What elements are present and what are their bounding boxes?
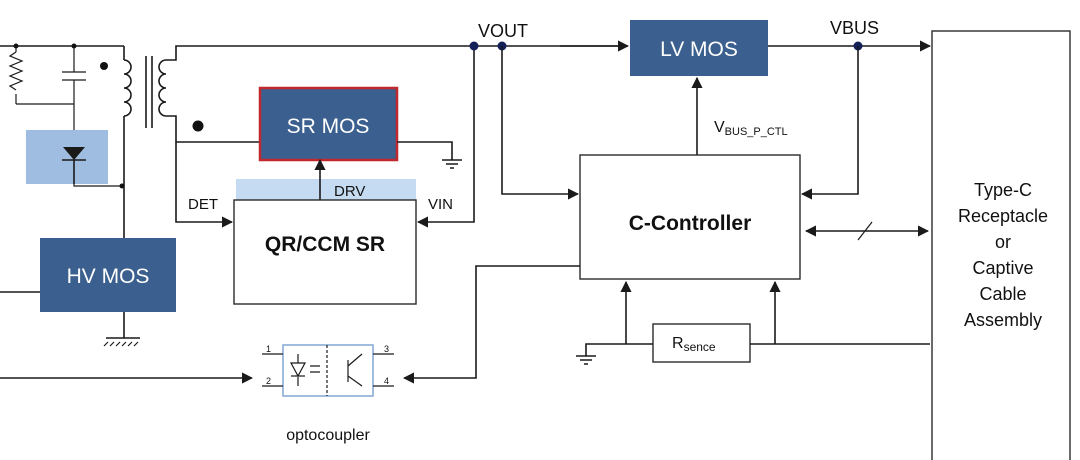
transformer-core — [145, 56, 153, 128]
qr-ccm-sr-label: QR/CCM SR — [265, 233, 385, 256]
sr-mos-label: SR MOS — [287, 115, 370, 138]
optocoupler-body — [282, 344, 374, 397]
junction-dot — [71, 43, 77, 49]
feedback-line — [402, 265, 580, 384]
lv-mos-label: LV MOS — [660, 38, 738, 61]
type-c-line-1: Type-C — [974, 180, 1032, 200]
r-sense-main: R — [672, 335, 684, 352]
r-sense-ground — [576, 343, 653, 365]
type-c-line-2: Receptacle — [958, 206, 1048, 226]
primary-side: HV MOS — [0, 43, 176, 347]
output-side: LV MOS VBUS VBUS_P_CTL C-Controller Rsen… — [402, 18, 932, 384]
drv-band — [236, 179, 416, 200]
opto-pin-1: 1 — [266, 344, 271, 354]
r-sense-label: Rsence — [672, 335, 716, 354]
vbus-ctl-sub: BUS_P_CTL — [725, 126, 788, 138]
c-controller-block — [579, 154, 801, 280]
type-c-line-6: Assembly — [964, 310, 1042, 330]
snubber-diode-box — [26, 130, 108, 184]
vbus-ctl-label: VBUS_P_CTL — [714, 119, 788, 138]
ground-icon — [103, 341, 139, 347]
vout-label: VOUT — [478, 21, 528, 41]
hv-mos-label: HV MOS — [67, 265, 150, 288]
transformer-primary-coil — [123, 59, 132, 117]
secondary-side: SR MOS DET DRV QR/CCM SR VIN VOUT — [158, 21, 620, 305]
det-line — [175, 142, 234, 228]
vbus-sense-line — [800, 46, 859, 200]
hv-mos-block — [40, 238, 176, 312]
diode-to-drain — [73, 184, 122, 187]
snubber-resistor — [8, 51, 24, 91]
type-c-block — [931, 30, 1071, 460]
vin-line — [416, 46, 475, 228]
sr-ground — [397, 141, 462, 169]
vbus-ctl-main: V — [714, 119, 725, 136]
snubber-diode-bar — [62, 159, 86, 184]
type-c-line-3: or — [995, 232, 1011, 252]
light-rays-icon — [310, 365, 320, 373]
r-sense-sub: sence — [684, 340, 716, 354]
primary-polarity-dot — [100, 62, 108, 70]
cc-bus-slash — [857, 221, 873, 241]
hv-mos-ground — [106, 312, 140, 339]
type-c-receptacle: Type-C Receptacle or Captive Cable Assem… — [931, 30, 1071, 460]
type-c-line-4: Captive — [972, 258, 1033, 278]
vout-rail — [166, 45, 620, 61]
drv-label: DRV — [334, 183, 365, 200]
vin-label: VIN — [428, 196, 453, 213]
snubber-diode-icon — [63, 147, 85, 160]
c-controller-label: C-Controller — [629, 212, 752, 235]
type-c-line-5: Cable — [979, 284, 1026, 304]
snubber-capacitor — [62, 46, 86, 104]
vout-sense-line — [501, 46, 580, 200]
optocoupler: 1 2 3 4 optocoupler — [0, 344, 394, 444]
transformer-secondary-coil — [158, 59, 167, 117]
secondary-to-sr — [166, 115, 260, 143]
led-icon — [289, 362, 307, 378]
opto-pin-2: 2 — [266, 376, 271, 386]
det-label: DET — [188, 196, 218, 213]
opto-pin-3: 3 — [384, 344, 389, 354]
r-sense-block — [652, 323, 751, 363]
junction-dot — [13, 43, 19, 49]
secondary-polarity-dot — [192, 120, 204, 132]
optocoupler-pins — [262, 353, 394, 387]
vbus-label: VBUS — [830, 18, 879, 38]
opto-pin-4: 4 — [384, 376, 389, 386]
junction-dot — [119, 183, 125, 189]
phototransistor-icon — [347, 353, 363, 387]
vout-node-dot — [469, 41, 479, 51]
qr-ccm-sr-block — [233, 199, 417, 305]
sr-mos-block — [258, 86, 399, 162]
lv-mos-block — [630, 20, 768, 76]
optocoupler-label: optocoupler — [286, 427, 370, 444]
